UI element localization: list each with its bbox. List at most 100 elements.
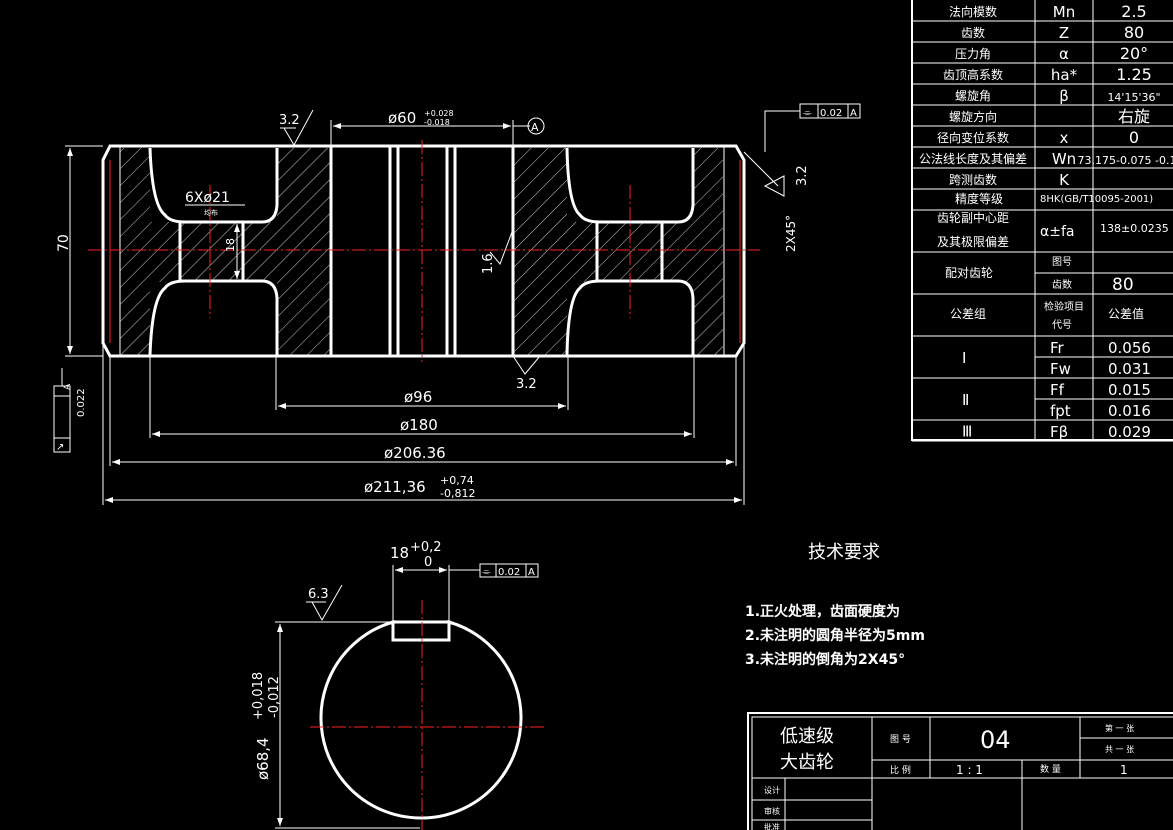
tol-item-label-2: 代号 <box>1052 319 1072 331</box>
param-label: 跨测齿数 <box>949 172 997 187</box>
tol-item-label-1: 检验项目 <box>1044 300 1084 313</box>
tech-requirements: 技术要求 1.正火处理，齿面硬度为 2.未注明的圆角半径为5mm 3.未注明的倒… <box>745 542 925 668</box>
param-label: 螺旋角 <box>955 89 991 103</box>
runout-val: 0.022 <box>76 388 87 417</box>
runout-frame: 0.022 A ↗ <box>53 368 87 453</box>
tol-group-name: Ⅲ <box>962 423 972 441</box>
dim-hub: ø96 <box>404 388 432 406</box>
dim-width: 70 <box>56 234 72 252</box>
param-symbol: Mn <box>1053 3 1075 21</box>
key-depth: ø68,4 <box>254 737 272 780</box>
hatch-right-rim <box>693 148 723 355</box>
key-sym-datum: A <box>528 567 535 578</box>
param-label: 法向模数 <box>949 4 997 19</box>
tol-item-code: fpt <box>1050 402 1071 420</box>
param-value: 20° <box>1120 44 1148 63</box>
param-value: 右旋 <box>1118 107 1150 126</box>
accuracy-val: 8HK(GB/T10095-2001) <box>1040 194 1153 205</box>
tech-item-3: 3.未注明的倒角为2X45° <box>745 651 905 668</box>
key-sym-val: 0.02 <box>498 567 520 578</box>
center-label-1: 齿轮副中心距 <box>937 210 1009 225</box>
qty-label: 数 量 <box>1040 763 1061 775</box>
param-symbol: β <box>1059 87 1069 105</box>
dim-holes: 6Xø21 <box>185 190 230 206</box>
tech-item-1: 1.正火处理，齿面硬度为 <box>745 603 900 620</box>
scale: 1 : 1 <box>956 763 983 777</box>
roughness-symbols <box>280 109 785 375</box>
tol-group-name: Ⅱ <box>962 391 969 409</box>
tol-value-label: 公差值 <box>1108 306 1144 321</box>
param-value: 1.25 <box>1116 65 1152 84</box>
title-block: 低速级 大齿轮 图 号 04 第 一 张 共 一 张 比 例 1 : 1 数 量… <box>747 712 1173 830</box>
diameter-dims <box>65 120 745 505</box>
param-label: 螺旋方向 <box>949 109 997 124</box>
key-depth-lower: -0,012 <box>267 676 282 718</box>
design-label: 设计 <box>764 785 780 795</box>
dim-web: ø180 <box>400 416 438 434</box>
tol-item-value: 0.015 <box>1108 381 1151 399</box>
runout-datum: A <box>63 383 73 390</box>
runout-symbol: ↗ <box>56 442 64 453</box>
param-value: 0 <box>1129 128 1139 147</box>
sheet-label: 第 一 张 <box>1105 723 1134 733</box>
dim-chamfer: 2X45° <box>784 215 798 252</box>
tol-group-label: 公差组 <box>950 307 986 321</box>
sym-datum: A <box>850 108 857 119</box>
param-value: 2.5 <box>1121 2 1146 21</box>
param-label: 公法线长度及其偏差 <box>919 151 1027 166</box>
gear-main-view: ø96 ø180 ø206.36 ø211,36 +0,74 -0,812 ø6… <box>53 103 861 505</box>
param-symbol: Z <box>1059 24 1069 42</box>
keyway-section-view: 18 +0,2 0 ø68,4 +0,018 -0,012 6.3 ⌯ 0.02… <box>251 540 545 830</box>
hatch-left-web <box>150 222 277 282</box>
drawing-no: 04 <box>980 726 1011 754</box>
center-val: 138±0.0235 <box>1100 222 1169 235</box>
dim-bore-upper: +0.028 <box>424 109 454 118</box>
mate-sub-1: 图号 <box>1052 256 1072 268</box>
mate-sub-2: 齿数 <box>1052 278 1072 291</box>
right-upper-pocket <box>565 147 695 224</box>
param-label: 齿数 <box>961 25 985 40</box>
param-value: 73.175-0.075 -0.188 <box>1078 154 1173 167</box>
tol-item-value: 0.056 <box>1108 339 1151 357</box>
param-symbol: α <box>1059 45 1069 63</box>
dim-bore-lower: -0.018 <box>424 118 450 127</box>
right-lower-pocket <box>565 279 695 356</box>
key-rough: 6.3 <box>308 587 329 602</box>
tol-item-code: Fw <box>1050 360 1071 378</box>
center-sym: α±fa <box>1040 224 1074 240</box>
param-symbol: ha* <box>1051 66 1078 84</box>
mate-teeth: 80 <box>1112 275 1134 295</box>
dim-holes-note: 均布 <box>204 208 218 217</box>
dim-tip-lower: -0,812 <box>440 487 475 500</box>
param-symbol: K <box>1059 171 1070 189</box>
key-depth-upper: +0,018 <box>251 672 266 720</box>
tol-item-value: 0.029 <box>1108 423 1151 441</box>
drawing-no-label: 图 号 <box>890 734 911 745</box>
datum-a: A <box>531 121 539 134</box>
check-label: 审核 <box>764 806 780 816</box>
hatch-left-rim <box>120 148 150 355</box>
rough-1: 3.2 <box>279 113 300 128</box>
tech-item-2: 2.未注明的圆角半径为5mm <box>745 627 925 644</box>
part-name-2: 大齿轮 <box>780 752 834 773</box>
dim-root: ø206.36 <box>384 444 446 462</box>
tech-title: 技术要求 <box>808 542 880 563</box>
sym-symbol: ⌯ <box>803 106 812 119</box>
param-label: 径向变位系数 <box>937 130 1009 145</box>
param-value: 14'15'36" <box>1107 91 1160 104</box>
key-width-upper: +0,2 <box>410 540 442 555</box>
rough-4: 1.6 <box>481 253 496 274</box>
dim-tip-upper: +0,74 <box>440 474 474 487</box>
part-name-1: 低速级 <box>780 726 834 747</box>
dim-tip: ø211,36 <box>364 478 426 496</box>
param-symbol: Wn <box>1052 150 1076 168</box>
param-label: 齿顶高系数 <box>943 67 1003 82</box>
symmetry-frame-main: ⌯ 0.02 A <box>764 103 861 152</box>
accuracy-label: 精度等级 <box>955 191 1003 206</box>
hatch-left-hub <box>277 148 331 355</box>
left-upper-pocket <box>148 147 279 224</box>
key-sym-symbol: ⌯ <box>482 565 491 578</box>
key-width: 18 <box>390 544 409 562</box>
